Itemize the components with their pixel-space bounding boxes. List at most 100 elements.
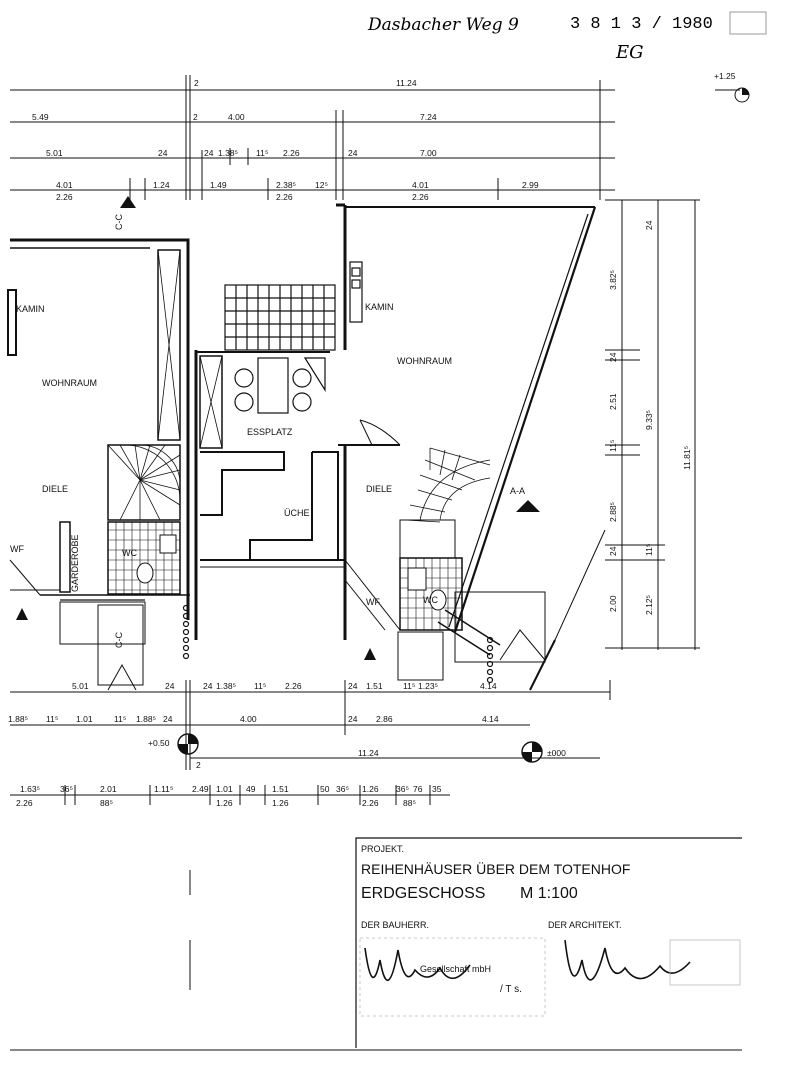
svg-text:50: 50	[320, 784, 330, 794]
svg-text:24: 24	[348, 714, 358, 724]
svg-text:11⁵: 11⁵	[254, 681, 266, 691]
svg-text:2.86: 2.86	[376, 714, 393, 724]
svg-text:1.38⁵: 1.38⁵	[218, 148, 238, 158]
svg-text:24: 24	[608, 352, 618, 362]
top-dimension-labels: 2 11.24 5.49 2 4.00 7.24 5.01 24 24 1.38…	[32, 78, 539, 202]
svg-text:2.26: 2.26	[285, 681, 302, 691]
svg-text:DIELE: DIELE	[42, 484, 68, 494]
svg-text:2.38⁵: 2.38⁵	[276, 180, 296, 190]
svg-text:1.24: 1.24	[153, 180, 170, 190]
svg-text:36⁵: 36⁵	[336, 784, 349, 794]
left-spiral-stair	[107, 444, 181, 521]
owner-label: DER BAUHERR.	[361, 920, 429, 930]
svg-text:1.51: 1.51	[366, 681, 383, 691]
svg-text:2.99: 2.99	[522, 180, 539, 190]
direction-triangles	[16, 608, 376, 660]
svg-text:WC: WC	[122, 548, 137, 558]
svg-text:5.49: 5.49	[32, 112, 49, 122]
svg-text:WF: WF	[10, 544, 24, 554]
svg-text:24: 24	[348, 148, 358, 158]
svg-text:2: 2	[193, 112, 198, 122]
hearth-tiles	[224, 261, 363, 351]
svg-text:5.01: 5.01	[46, 148, 63, 158]
svg-text:1.88⁵: 1.88⁵	[8, 714, 28, 724]
bottom-dimensions	[10, 529, 611, 805]
svg-text:WOHNRAUM: WOHNRAUM	[397, 356, 452, 366]
svg-text:DIELE: DIELE	[366, 484, 392, 494]
svg-text:2.51: 2.51	[608, 393, 618, 410]
right-spiral-stair	[404, 447, 491, 523]
svg-text:1.49: 1.49	[210, 180, 227, 190]
svg-text:1.26: 1.26	[362, 784, 379, 794]
svg-text:1.01: 1.01	[76, 714, 93, 724]
dining-table	[234, 357, 326, 414]
svg-text:4.14: 4.14	[480, 681, 497, 691]
svg-text:1.01: 1.01	[216, 784, 233, 794]
title-block: PROJEKT. REIHENHÄUSER ÜBER DEM TOTENHOF …	[10, 837, 742, 1051]
svg-text:88⁵: 88⁵	[403, 798, 416, 808]
architect-signature	[564, 939, 691, 981]
svg-text:1.26: 1.26	[216, 798, 233, 808]
svg-text:3.82⁵: 3.82⁵	[608, 270, 618, 290]
file-number-stamp: 3 8 1 3 / 1980	[570, 15, 713, 34]
svg-text:7.00: 7.00	[420, 148, 437, 158]
svg-text:4.01: 4.01	[412, 180, 429, 190]
architect-stamp	[669, 939, 741, 986]
drawing-scale: M 1:100	[520, 885, 578, 902]
svg-text:11⁵: 11⁵	[608, 440, 618, 452]
svg-text:WOHNRAUM: WOHNRAUM	[42, 378, 97, 388]
svg-text:24: 24	[203, 681, 213, 691]
section-marker-cc-bottom: C-C	[107, 632, 137, 691]
svg-text:2.01: 2.01	[100, 784, 117, 794]
building-walls	[7, 203, 597, 686]
svg-text:1.23⁵: 1.23⁵	[418, 681, 438, 691]
svg-text:2.26: 2.26	[276, 192, 293, 202]
svg-text:2: 2	[196, 760, 201, 770]
floor-code-handwriting: EG	[615, 42, 644, 63]
level-marker-top-right: +1.25	[714, 71, 750, 103]
svg-text:±000: ±000	[547, 748, 566, 758]
svg-text:11⁵: 11⁵	[114, 714, 126, 724]
owner-stamp: Gesellschaft mbH / T s.	[359, 937, 546, 1017]
wc-tiles	[108, 522, 462, 630]
svg-text:WF: WF	[366, 597, 380, 607]
svg-text:C-C: C-C	[114, 632, 124, 648]
svg-text:/ T s.: / T s.	[500, 984, 522, 995]
svg-text:36⁵: 36⁵	[396, 784, 409, 794]
svg-text:11⁵: 11⁵	[644, 544, 654, 556]
wc-fixtures	[136, 534, 447, 611]
drawing-name: ERDGESCHOSS	[361, 885, 485, 902]
svg-text:88⁵: 88⁵	[100, 798, 113, 808]
svg-text:11.81⁵: 11.81⁵	[682, 446, 692, 470]
level-marker-bottom-right: ±000	[521, 741, 566, 763]
svg-text:9.33⁵: 9.33⁵	[644, 410, 654, 430]
svg-text:C-C: C-C	[114, 214, 124, 230]
bottom-dimension-labels: 5.01 24 24 1.38⁵ 11⁵ 2.26 24 1.51 11⁵ 1.…	[8, 681, 499, 808]
svg-text:4.00: 4.00	[228, 112, 245, 122]
project-name: REIHENHÄUSER ÜBER DEM TOTENHOF	[361, 860, 630, 877]
svg-text:GARDEROBE: GARDEROBE	[70, 534, 80, 592]
svg-text:35: 35	[432, 784, 442, 794]
svg-text:2.26: 2.26	[362, 798, 379, 808]
svg-text:ÜCHE: ÜCHE	[284, 508, 310, 518]
svg-text:24: 24	[204, 148, 214, 158]
svg-text:2.26: 2.26	[283, 148, 300, 158]
owner-signature	[364, 947, 471, 982]
svg-text:11⁵: 11⁵	[256, 148, 268, 158]
corner-fold-mark	[729, 11, 767, 35]
svg-text:11.24: 11.24	[396, 78, 417, 88]
svg-text:24: 24	[163, 714, 173, 724]
svg-text:2.49: 2.49	[192, 784, 209, 794]
svg-text:A-A: A-A	[510, 486, 525, 496]
svg-text:76: 76	[413, 784, 423, 794]
svg-text:1.88⁵: 1.88⁵	[136, 714, 156, 724]
svg-text:7.24: 7.24	[420, 112, 437, 122]
svg-text:WC: WC	[423, 595, 438, 605]
architect-label: DER ARCHITEKT.	[548, 920, 622, 930]
address-handwriting: Dasbacher Weg 9	[367, 15, 519, 35]
svg-text:24: 24	[348, 681, 358, 691]
svg-text:2.00: 2.00	[608, 595, 618, 612]
svg-text:1.38⁵: 1.38⁵	[216, 681, 236, 691]
svg-text:2.26: 2.26	[16, 798, 33, 808]
right-dimension-labels: 24 3.82⁵ 24 2.51 11⁵ 2.88⁵ 24 2.00 9.33⁵…	[608, 220, 692, 615]
